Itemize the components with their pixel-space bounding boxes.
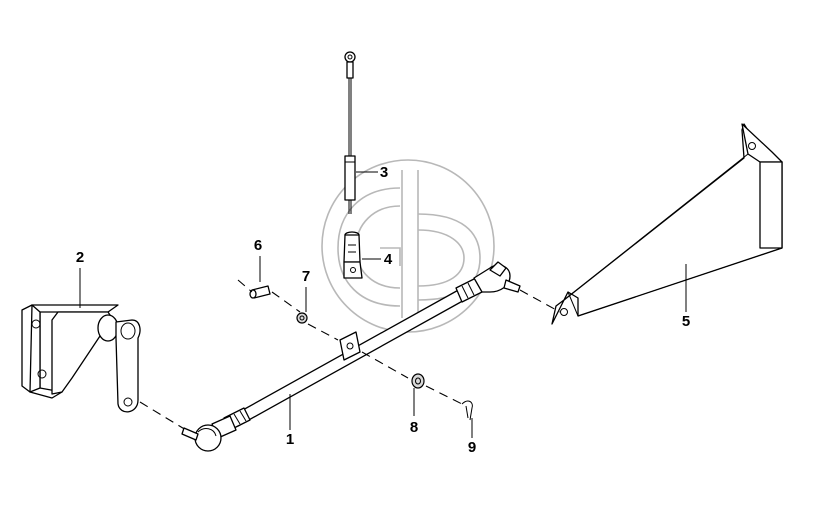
part-2-left-bracket [21, 304, 141, 413]
callout-4: 4 [384, 251, 393, 268]
callout-9: 9 [468, 439, 476, 456]
callout-3: 3 [380, 164, 388, 181]
part-5-right-bracket [551, 123, 783, 325]
part-8-washer [411, 373, 463, 405]
part-9-cotter-pin [461, 400, 473, 421]
part-1-tie-rod [181, 261, 521, 452]
callout-8: 8 [410, 419, 418, 436]
callout-7: 7 [302, 268, 310, 285]
part-6-pin [237, 279, 301, 313]
callout-5: 5 [682, 313, 690, 330]
leader-lines [79, 171, 687, 438]
callout-1: 1 [286, 431, 294, 448]
assembly-line-center [361, 351, 409, 379]
callout-2: 2 [76, 249, 84, 266]
part-7-nut [296, 312, 339, 341]
assembly-line-left [139, 401, 187, 431]
part-3-control-cable [344, 51, 356, 214]
assembly-line-right [519, 289, 561, 313]
part-4-clevis [343, 231, 363, 279]
callout-6: 6 [254, 237, 262, 254]
